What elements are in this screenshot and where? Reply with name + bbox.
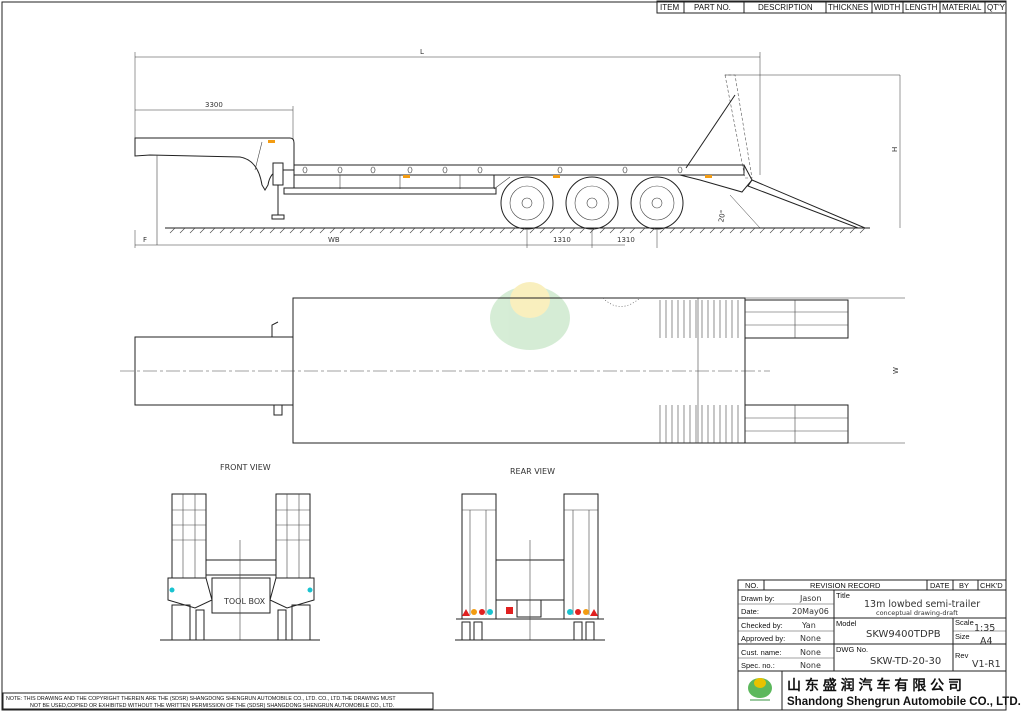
dwg-no-label: DWG No. bbox=[836, 645, 868, 654]
rev-col-by: BY bbox=[959, 581, 969, 590]
col-qty: QT'Y bbox=[987, 3, 1006, 12]
drawn-by-value: Jason bbox=[799, 594, 821, 603]
sheet-border bbox=[1, 1, 1007, 711]
size-value: A4 bbox=[980, 636, 993, 647]
cust-name-label: Cust. name: bbox=[741, 648, 781, 657]
col-width: WIDTH bbox=[874, 3, 900, 12]
ramp-left bbox=[744, 299, 849, 339]
side-view: L 3300 20° bbox=[134, 48, 901, 248]
col-part-no: PART NO. bbox=[694, 3, 731, 12]
wheel bbox=[565, 176, 619, 230]
checked-by-label: Checked by: bbox=[741, 621, 783, 630]
wheel bbox=[630, 176, 684, 230]
model-value: SKW9400TDPB bbox=[866, 629, 941, 640]
parts-table: ITEM PART NO. DESCRIPTION THICKNES WIDTH… bbox=[656, 0, 1007, 14]
rear-view-label: REAR VIEW bbox=[510, 467, 555, 476]
landing-leg bbox=[272, 162, 284, 186]
size-label: Size bbox=[955, 632, 970, 641]
rev-col-date: DATE bbox=[930, 581, 949, 590]
scale-label: Scale bbox=[955, 618, 974, 627]
col-item: ITEM bbox=[660, 3, 679, 12]
dim-ramp-angle: 20° bbox=[717, 209, 727, 223]
spec-no-value: None bbox=[800, 661, 821, 670]
company-name-en: Shandong Shengrun Automobile CO., LTD. bbox=[787, 696, 1021, 708]
top-view: W bbox=[120, 282, 905, 444]
dim-h: H bbox=[891, 147, 899, 152]
col-material: MATERIAL bbox=[942, 3, 982, 12]
col-description: DESCRIPTION bbox=[758, 3, 813, 12]
rev-col-no: NO. bbox=[745, 581, 758, 590]
copyright-note: NOTE: THIS DRAWING AND THE COPYRIGHT THE… bbox=[2, 692, 434, 710]
date-value: 20May06 bbox=[792, 607, 829, 616]
col-thickness: THICKNES bbox=[828, 3, 868, 12]
front-view: FRONT VIEW TOOL BOX bbox=[160, 463, 320, 641]
rev-label: Rev bbox=[955, 651, 969, 660]
marker-light bbox=[268, 140, 275, 143]
dim-l: L bbox=[420, 48, 424, 56]
rear-view: REAR VIEW bbox=[455, 467, 605, 641]
title-block: NO. REVISION RECORD DATE BY CHK'D Drawn … bbox=[737, 579, 1021, 711]
dim-f: F bbox=[143, 236, 147, 244]
front-view-label: FRONT VIEW bbox=[220, 463, 271, 472]
rev-value: V1-R1 bbox=[972, 659, 1001, 670]
ramp-lowered bbox=[747, 179, 866, 229]
dim-axle-2: 1310 bbox=[617, 236, 635, 244]
watermark-logo bbox=[490, 282, 570, 350]
title-subtitle: conceptual drawing-draft bbox=[876, 609, 958, 617]
company-name-cn: 山 东 盛 润 汽 车 有 限 公 司 bbox=[787, 677, 962, 693]
title-label: Title bbox=[836, 591, 850, 600]
toolbox-label: TOOL BOX bbox=[223, 597, 266, 606]
drawn-by-label: Drawn by: bbox=[741, 594, 775, 603]
checked-by-value: Yan bbox=[801, 621, 816, 630]
col-length: LENGTH bbox=[905, 3, 938, 12]
approved-by-label: Approved by: bbox=[741, 634, 785, 643]
title-value: 13m lowbed semi-trailer bbox=[864, 599, 980, 610]
note-line-2: NOT BE USED,COPIED OR EXHIBITED WITHOUT … bbox=[30, 703, 394, 709]
dwg-no-value: SKW-TD-20-30 bbox=[870, 656, 941, 667]
dim-axle-1: 1310 bbox=[553, 236, 571, 244]
rev-col-record: REVISION RECORD bbox=[810, 581, 881, 590]
company-logo bbox=[748, 678, 772, 701]
approved-by-value: None bbox=[800, 634, 821, 643]
ramp-right bbox=[744, 404, 849, 444]
date-label: Date: bbox=[741, 607, 759, 616]
wheels bbox=[500, 176, 684, 230]
rev-col-chkd: CHK'D bbox=[980, 581, 1003, 590]
spec-no-label: Spec. no.: bbox=[741, 661, 775, 670]
wheel bbox=[500, 176, 554, 230]
dim-w: W bbox=[892, 367, 900, 374]
dim-gooseneck: 3300 bbox=[205, 101, 223, 109]
cust-name-value: None bbox=[800, 648, 821, 657]
model-label: Model bbox=[836, 619, 857, 628]
scale-value: 1:35 bbox=[974, 623, 995, 634]
dim-wb: WB bbox=[328, 236, 340, 244]
note-line-1: NOTE: THIS DRAWING AND THE COPYRIGHT THE… bbox=[6, 696, 396, 702]
ramp-raised bbox=[724, 74, 753, 179]
